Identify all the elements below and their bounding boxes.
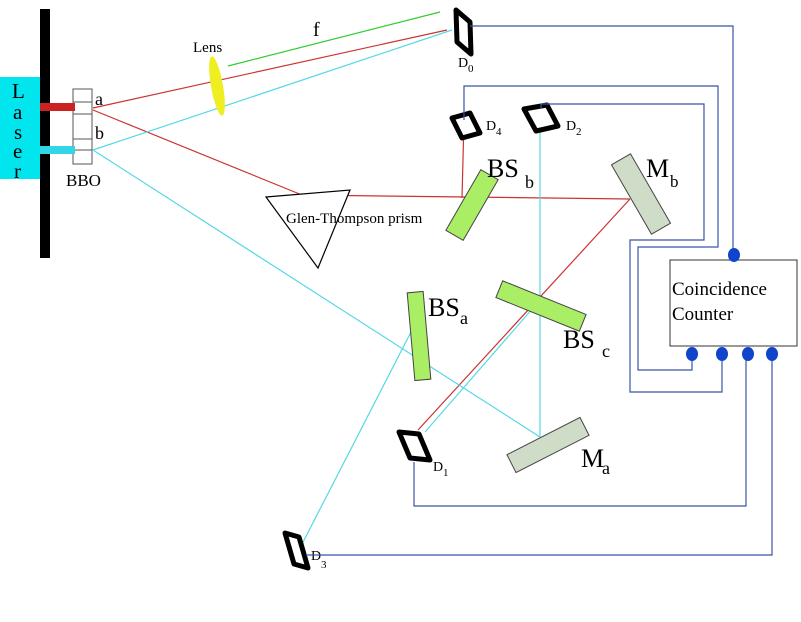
ma-sub: a bbox=[602, 458, 610, 478]
d3-label: D bbox=[311, 549, 321, 564]
signal-wires bbox=[306, 25, 773, 556]
bsc-sub: c bbox=[602, 341, 610, 361]
prism-label: Glen-Thompson prism bbox=[286, 211, 423, 227]
ma-label: M bbox=[581, 444, 604, 473]
bsb-sub: b bbox=[525, 172, 534, 192]
bbo-label: BBO bbox=[66, 171, 101, 190]
laser-label-char-2: a bbox=[13, 100, 23, 124]
wire-d4 bbox=[463, 85, 719, 371]
laser-label-char-3: s bbox=[14, 120, 22, 144]
d0-label: D bbox=[458, 56, 468, 71]
mb-sub: b bbox=[670, 172, 679, 191]
connector-2 bbox=[716, 347, 728, 361]
counter-label-line2: Counter bbox=[672, 304, 734, 325]
wire-d3 bbox=[306, 355, 773, 556]
d2-label: D bbox=[566, 119, 576, 134]
glen-thompson-prism bbox=[264, 189, 351, 270]
beamsplitter-a bbox=[406, 290, 432, 382]
beam-a-stub bbox=[40, 103, 75, 111]
detector-d3 bbox=[282, 530, 311, 571]
connector-top bbox=[728, 248, 740, 262]
detector-d2 bbox=[521, 102, 561, 134]
wire-d1 bbox=[413, 355, 747, 507]
connector-4 bbox=[766, 347, 778, 361]
wire-d2 bbox=[540, 103, 723, 393]
laser-label-char-1: L bbox=[12, 79, 25, 103]
beamsplitter-c bbox=[495, 280, 587, 332]
connector-3 bbox=[742, 347, 754, 361]
laser-label-char-5: r bbox=[14, 159, 21, 183]
optical-rail bbox=[40, 9, 50, 258]
d4-sub: 4 bbox=[496, 126, 502, 138]
d1-label: D bbox=[433, 460, 443, 475]
d2-sub: 2 bbox=[576, 126, 582, 138]
mirror-a bbox=[506, 416, 590, 474]
detector-d1 bbox=[396, 429, 433, 463]
lens bbox=[209, 56, 225, 116]
laser-label-char-4: e bbox=[13, 139, 22, 163]
focal-line bbox=[227, 11, 441, 67]
connector-1 bbox=[686, 347, 698, 361]
mb-label: M bbox=[646, 154, 669, 183]
bsa-label: BS bbox=[428, 293, 460, 322]
bsa-sub: a bbox=[460, 308, 468, 328]
laser-source: L a s e r bbox=[0, 77, 42, 183]
d0-sub: 0 bbox=[468, 63, 474, 75]
beamsplitter-b bbox=[445, 169, 499, 241]
detector-d4 bbox=[449, 110, 483, 141]
counter-connectors bbox=[686, 248, 778, 361]
lens-label: Lens bbox=[193, 40, 222, 56]
counter-label-line1: Coincidence bbox=[672, 279, 767, 300]
detector-d0 bbox=[453, 7, 474, 57]
laser-box bbox=[0, 77, 42, 179]
beam-b-label: b bbox=[95, 123, 104, 143]
red-beam-paths bbox=[92, 29, 631, 431]
coincidence-counter: Coincidence Counter bbox=[669, 259, 798, 347]
bsc-label: BS bbox=[563, 325, 595, 354]
d1-sub: 1 bbox=[443, 467, 449, 479]
cyan-beam-paths bbox=[92, 29, 541, 549]
d4-label: D bbox=[486, 119, 496, 134]
beam-b-stub bbox=[40, 146, 75, 154]
focal-label: f bbox=[313, 19, 320, 41]
wire-d0 bbox=[470, 25, 734, 252]
bsb-label: BS bbox=[487, 154, 519, 183]
d3-sub: 3 bbox=[321, 559, 327, 571]
beam-a-label: a bbox=[95, 89, 103, 109]
bbo-crystal bbox=[72, 88, 93, 165]
mirror-b bbox=[610, 153, 672, 235]
